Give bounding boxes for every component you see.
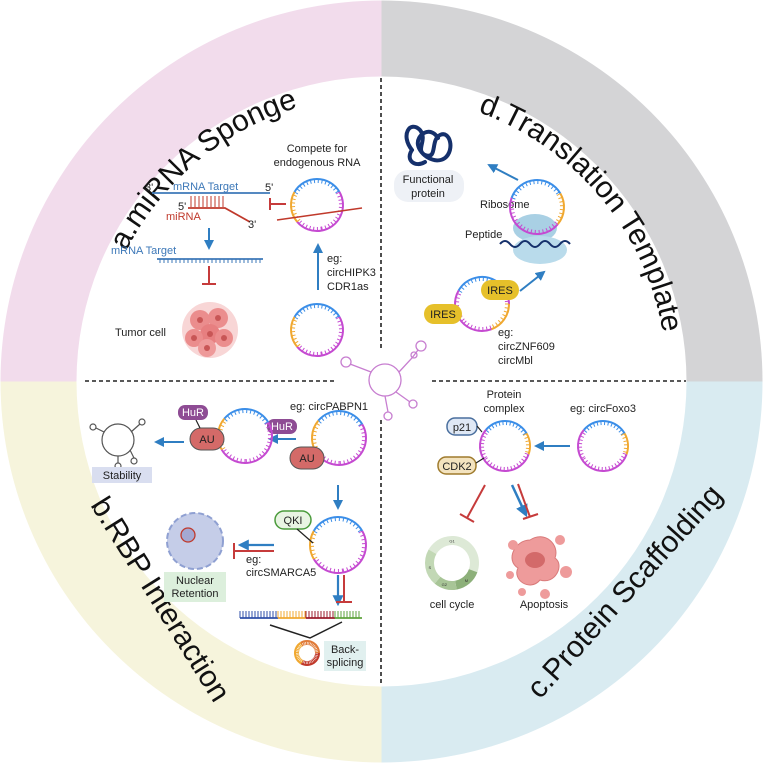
tumor-cell-label: Tumor cell [115,327,166,339]
hur-label-bound: HuR [182,407,204,419]
cell-cycle-phase-label: M [465,578,468,583]
protein-complex-label-2: complex [484,403,525,415]
mirna-label: miRNA [166,211,201,223]
nuclear-retention-label-1: Nuclear [176,575,214,587]
cell-cycle-phase-label: G2 [442,582,448,587]
peptide-label: Peptide [465,229,502,241]
example-a-2: CDR1as [327,281,369,293]
compete-label-1: Compete for [287,143,348,155]
backsplicing-label-1: Back- [331,644,359,656]
au-label-bound: AU [199,434,214,446]
ribosome-label: Ribosome [480,199,530,211]
tumor-cell-icon [182,302,238,358]
example-a-1: circHIPK3 [327,267,376,279]
eg-label-a: eg: [327,253,342,265]
mirna-3prime: 3' [248,219,256,231]
functional-protein-label-1: Functional [403,174,454,186]
cell-cycle-phase-label: S [429,565,432,570]
hur-label-free: HuR [271,421,293,433]
example-c: eg: circFoxo3 [570,403,636,415]
ires-label-1: IRES [487,285,513,297]
nuclear-retention-label-2: Retention [171,588,218,600]
functional-protein-label-2: protein [411,188,445,200]
eg-label-b: eg: [246,554,261,566]
mrna-3prime: 3' [145,182,153,194]
protein-complex-label-1: Protein [487,389,522,401]
mrna-target-label: mRNA Target [173,181,238,193]
mrna-5prime: 5' [265,182,273,194]
cdk2-label: CDK2 [442,461,471,473]
eg-label-d: eg: [498,327,513,339]
backsplicing-label-2: splicing [327,657,364,669]
cell-cycle-label: cell cycle [430,599,475,611]
qki-label: QKI [284,515,303,527]
apoptosis-label: Apoptosis [520,599,569,611]
example-d-2: circMbl [498,355,533,367]
nucleus-icon [167,513,223,569]
ires-label-2: IRES [430,309,456,321]
mrna-target-label-2: mRNA Target [111,245,176,257]
p21-label: p21 [453,422,471,434]
example-b-nuclear: circSMARCA5 [246,567,316,579]
cell-cycle-phase-label: G1 [449,539,455,544]
example-b-top: eg: circPABPN1 [290,401,368,413]
example-d-1: circZNF609 [498,341,555,353]
compete-label-2: endogenous RNA [274,157,362,169]
au-label-free: AU [299,453,314,465]
stability-label: Stability [103,470,142,482]
